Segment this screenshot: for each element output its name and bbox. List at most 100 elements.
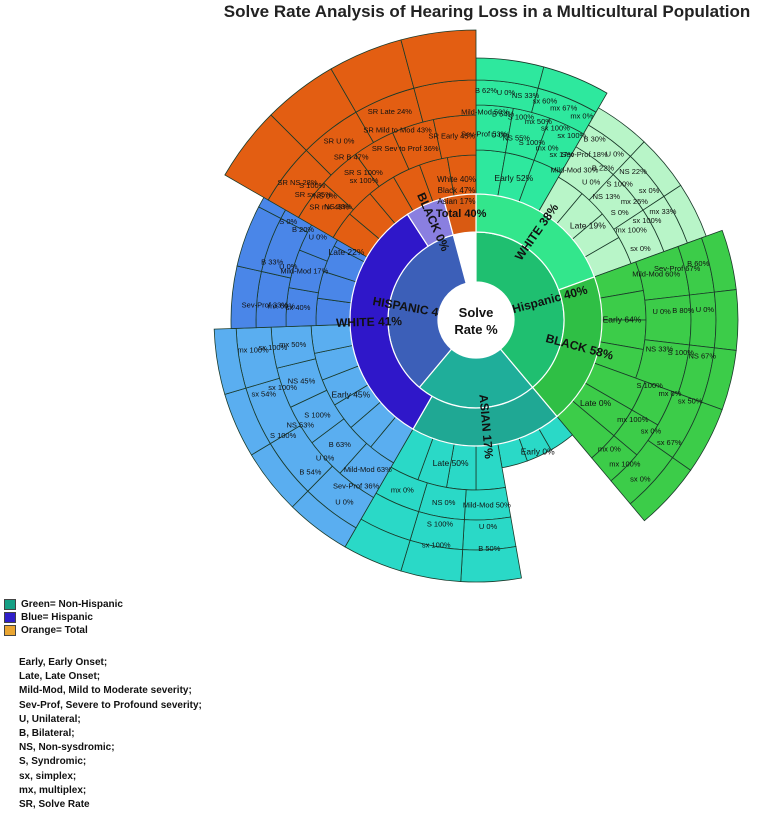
chart-label: Late 50%: [433, 458, 469, 468]
chart-label: mx 0%: [391, 486, 414, 495]
chart-label: mx 60%: [268, 302, 295, 311]
chart-label: B 33%: [261, 258, 283, 267]
chart-label: S 0%: [611, 208, 629, 217]
chart-label: sx 0%: [641, 426, 662, 435]
chart-label: sx 100%: [541, 123, 570, 132]
chart-label: B 62%: [475, 86, 497, 95]
chart-label: Sev-Prof 36%: [333, 481, 380, 490]
abbreviation-item: SR, Solve Rate: [19, 799, 90, 811]
chart-label: White 40%: [437, 175, 476, 184]
chart-label: SR sx 35%: [295, 190, 332, 199]
chart-label: Early 0%: [521, 447, 555, 457]
chart-label: S 100%: [427, 519, 454, 528]
chart-label: sx 67%: [657, 438, 682, 447]
abbreviation-item: U, Unilateral;: [19, 713, 81, 725]
chart-label: B 20%: [292, 225, 314, 234]
chart-label: sx 0%: [630, 244, 651, 253]
chart-label: SR mx 48%: [309, 202, 349, 211]
chart-label: S 100%: [270, 431, 297, 440]
chart-label: Sev-Prof 53%: [461, 129, 508, 138]
abbreviation-item: mx, multiplex;: [19, 784, 87, 796]
chart-label: S 100%: [607, 179, 634, 188]
chart-label: mx 50%: [279, 340, 306, 349]
outer-cell: [644, 294, 692, 346]
outer-cell: [713, 289, 739, 351]
chart-label: Asian 17%: [437, 197, 475, 206]
chart-label: Sev-Prof 18%: [561, 150, 608, 159]
abbreviation-item: Late, Late Onset;: [19, 671, 101, 683]
chart-label: S 0%: [279, 217, 297, 226]
chart-label: SR U 0%: [324, 136, 355, 145]
chart-label: NS 13%: [593, 192, 621, 201]
chart-label: Mild-Mod 17%: [280, 267, 328, 276]
chart-label: sx 54%: [251, 390, 276, 399]
outer-cell: [255, 270, 292, 329]
legend-swatch-blue: [4, 612, 16, 623]
chart-label: sx 100%: [268, 383, 297, 392]
abbreviation-item: B, Bilateral;: [19, 728, 75, 740]
abbreviation-item: S, Syndromic;: [19, 756, 87, 768]
abbreviation-item: Mild-Mod, Mild to Moderate severity;: [19, 685, 192, 697]
abbreviation-item: Early, Early Onset;: [19, 657, 108, 668]
segment-total-40-: [442, 193, 477, 236]
chart-label: U 0%: [491, 131, 510, 140]
chart-label: SR Mild to Mod 43%: [363, 126, 432, 135]
chart-label: Late 19%: [570, 220, 606, 230]
legend: Green= Non-Hispanic Blue= Hispanic Orang…: [4, 598, 123, 637]
chart-label: Early 64%: [603, 314, 642, 324]
legend-item-hispanic: Blue= Hispanic: [4, 611, 123, 624]
sunburst-labels: Non-Hispanic 40%HISPANIC 40%WHITE 38%BLA…: [237, 86, 716, 553]
chart-label: mx 0%: [570, 112, 593, 121]
abbreviation-item: Sev-Prof, Severe to Profound severity;: [19, 699, 202, 711]
chart-label: mx 100%: [616, 225, 648, 234]
chart-label: NS 33%: [324, 202, 352, 211]
chart-label: U 0%: [606, 150, 625, 159]
center-label-line1: Solve: [459, 305, 494, 320]
chart-label: Late 22%: [329, 247, 365, 257]
chart-label: SR NS 28%: [277, 178, 317, 187]
chart-label: sx 0%: [639, 186, 660, 195]
chart-label: B 54%: [299, 467, 321, 476]
chart-label: SR Early 45%: [429, 132, 476, 141]
legend-item-non-hispanic: Green= Non-Hispanic: [4, 598, 123, 611]
chart-label: U 0%: [316, 454, 335, 463]
chart-label: NS 22%: [619, 167, 647, 176]
legend-swatch-orange: [4, 625, 16, 636]
chart-label: sx 100%: [557, 131, 586, 140]
chart-label: SR Late 24%: [368, 107, 413, 116]
chart-label: mx 100%: [609, 460, 641, 469]
abbreviation-item: NS, Non-sysdromic;: [19, 742, 115, 754]
chart-title: Solve Rate Analysis of Hearing Loss in a…: [223, 2, 751, 21]
center-label-line2: Rate %: [454, 322, 498, 337]
chart-label: sx 100%: [350, 176, 379, 185]
chart-label: mx 33%: [649, 207, 676, 216]
chart-label: SR Sev to Prof 36%: [372, 144, 439, 153]
chart-label: S 100%: [637, 381, 664, 390]
chart-label: U 0%: [479, 522, 498, 531]
sunburst-chart: Non-Hispanic 40%HISPANIC 40%WHITE 38%BLA…: [213, 29, 739, 583]
legend-label: Green= Non-Hispanic: [21, 599, 123, 610]
chart-label: NS 53%: [287, 421, 315, 430]
chart-label: Mild-Mod 30%: [550, 165, 598, 174]
chart-label: U 0%: [279, 262, 298, 271]
chart-label: Mild-Mod 63%: [344, 465, 392, 474]
chart-label: B 50%: [478, 544, 500, 553]
chart-label: B 54%: [492, 109, 514, 118]
chart-label: mx 100%: [237, 346, 269, 355]
chart-label: NS 33%: [512, 91, 540, 100]
chart-label: Early 52%: [494, 173, 533, 183]
chart-label: NS 33%: [646, 345, 674, 354]
chart-label: NS 45%: [288, 376, 316, 385]
chart-label: sx 60%: [533, 96, 558, 105]
chart-label: B 80%: [672, 306, 694, 315]
chart-label: mx 0%: [598, 444, 621, 453]
chart-label: U 0%: [309, 233, 328, 242]
chart-label: mx 67%: [550, 103, 577, 112]
abbreviation-item: sx, simplex;: [19, 770, 77, 782]
chart-label: S 100%: [304, 410, 331, 419]
chart-label: SR S 100%: [344, 168, 383, 177]
chart-label: NS 0%: [313, 191, 337, 200]
chart-label: U 0%: [582, 178, 601, 187]
chart-label: sx 50%: [678, 396, 703, 405]
outer-cell: [629, 457, 692, 522]
